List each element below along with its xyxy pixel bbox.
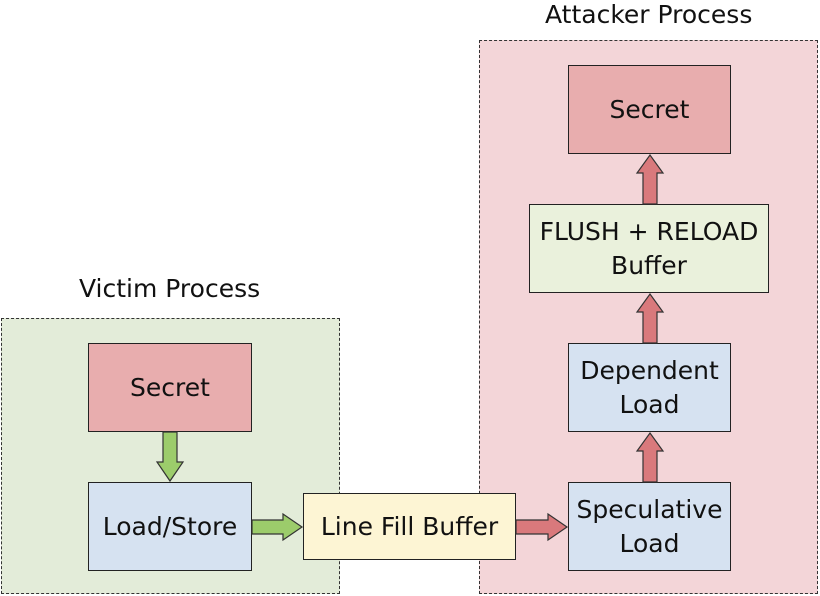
attacker-process-title: Attacker Process: [545, 0, 753, 29]
victim-secret-label: Secret: [130, 372, 210, 402]
flush-reload-buffer-box: FLUSH + RELOAD Buffer: [529, 204, 769, 293]
victim-process-title: Victim Process: [79, 274, 261, 303]
arrow-loadstore-to-lfb: [251, 512, 304, 542]
attacker-secret-label: Secret: [609, 94, 690, 124]
line-fill-buffer-box: Line Fill Buffer: [303, 493, 516, 560]
flush-reload-label-line1: FLUSH + RELOAD: [539, 216, 759, 246]
flush-reload-label-line2: Buffer: [611, 250, 687, 280]
arrow-speculative-to-dependent: [635, 431, 665, 483]
speculative-load-label-line2: Load: [619, 528, 680, 558]
dependent-load-label-line1: Dependent: [580, 355, 719, 385]
load-store-box: Load/Store: [88, 482, 252, 571]
arrow-lfb-to-speculative: [515, 512, 569, 542]
arrow-secret-to-loadstore: [155, 431, 185, 483]
speculative-load-box: Speculative Load: [568, 482, 731, 571]
victim-secret-box: Secret: [88, 343, 252, 432]
dependent-load-box: Dependent Load: [568, 343, 731, 432]
arrow-dependent-to-flushreload: [635, 292, 665, 344]
line-fill-buffer-label: Line Fill Buffer: [320, 511, 499, 541]
attacker-secret-box: Secret: [568, 65, 731, 154]
load-store-label: Load/Store: [102, 511, 238, 541]
arrow-flushreload-to-secret: [635, 153, 665, 205]
speculative-load-label-line1: Speculative: [576, 494, 723, 524]
dependent-load-label-line2: Load: [619, 389, 680, 419]
